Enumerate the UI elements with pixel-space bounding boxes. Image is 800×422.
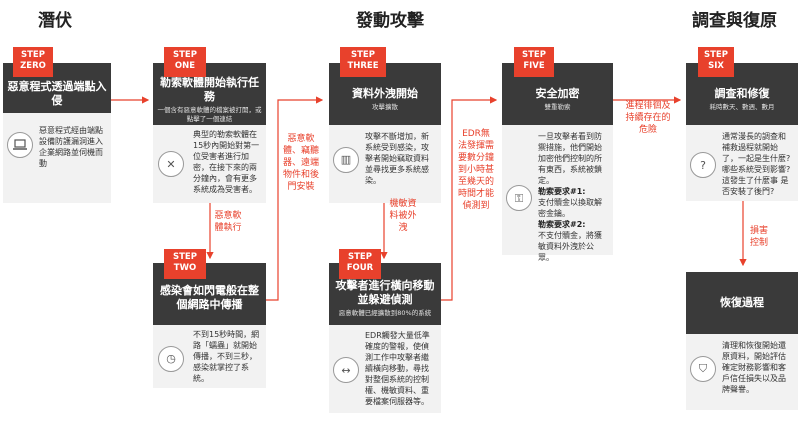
tools-icon: ✕ xyxy=(158,151,184,177)
arrows-icon: ↔ xyxy=(333,357,359,383)
note-damage: 損害控制 xyxy=(749,226,768,248)
laptop-icon xyxy=(7,132,33,158)
step-five-req1-text: 支付贖金以換取解密金鑰。 xyxy=(538,198,602,218)
shield-icon: ⛉ xyxy=(690,355,716,382)
step-two-body: ◷ 不到15秒時間，網路「蠕蟲」就開始傳播，不到三秒，感染就掌控了系統。 xyxy=(153,325,266,390)
step-three-card: 資料外洩開始 攻擊擴散 ▥ 攻擊不斷增加，新系統受到感染，攻擊者開始竊取資料並尋… xyxy=(329,63,441,203)
arrow-two-to-three xyxy=(266,96,324,301)
step-zero-badge: STEP ZERO xyxy=(13,47,53,77)
note-exfil: 機敏資料被外洩 xyxy=(389,199,417,233)
step-three-body: ▥ 攻擊不斷增加，新系統受到感染，攻擊者開始竊取資料並尋找更多系統感染。 xyxy=(329,125,441,192)
step-zero-head: 惡意程式透過端點入侵 xyxy=(3,63,111,113)
note-persist: 惡意軟體、竊聽器、遠端物件和後門安裝 xyxy=(283,134,320,192)
note-process: 進程徘徊及持續存在的危險 xyxy=(625,101,671,135)
step-five-req1-label: 勒索要求#1: xyxy=(538,187,586,196)
step-four-card: 攻擊者進行橫向移動並躲避偵測 惡意軟體已經擴散到80%的系統 ↔ EDR觸發大量… xyxy=(329,263,441,413)
question-icon: ? xyxy=(690,152,716,178)
step-zero-card: 惡意程式透過端點入侵 惡意程式經由端點設備防護漏洞進入企業網路並伺機而動 xyxy=(3,63,111,203)
note-edr: EDR無法發揮需要數分鐘到小時甚至幾天的時間才能偵測到 xyxy=(458,129,495,211)
step-zero-text: 惡意程式經由端點設備防護漏洞進入企業網路並伺機而動 xyxy=(39,126,103,168)
step-one-subtitle: 一個含有惡意軟體的檔案被打開，或點擊了一個連結 xyxy=(157,106,262,123)
step-five-req2-label: 勒索要求#2: xyxy=(538,220,586,229)
recover-body: ⛉ 清理和恢復開始還原資料，開始評估確定財務影響和客戶信任損失以及品牌聲譽。 xyxy=(686,334,798,401)
step-four-text: EDR觸發大量低準確度的警報，使偵測工作中攻擊者繼續橫向移動，尋找對整個系統的控… xyxy=(365,331,430,406)
step-four-title: 攻擊者進行橫向移動並躲避偵測 xyxy=(335,278,435,306)
step-five-req2-text: 不支付贖金，將獲敏資料外洩於公眾。 xyxy=(538,231,602,262)
phase-attack: 發動攻擊 xyxy=(356,11,424,31)
step-six-body: ? 通常漫長的調查和補救過程就開始了，一起是生什麼?哪些系統受到影響?這發生了什… xyxy=(686,125,798,203)
step-three-subtitle: 攻擊擴散 xyxy=(372,102,398,111)
step-two-title: 感染會如閃電般在整個網路中傳播 xyxy=(160,284,259,311)
step-four-subtitle: 惡意軟體已經擴散到80%的系統 xyxy=(338,308,432,317)
step-three-badge: STEP THREE xyxy=(340,47,386,77)
step-four-body: ↔ EDR觸發大量低準確度的警報，使偵測工作中攻擊者繼續橫向移動，尋找對整個系統… xyxy=(329,325,441,413)
phase-dormant: 潛伏 xyxy=(38,11,72,31)
step-three-text: 攻擊不斷增加，新系統受到感染，攻擊者開始竊取資料並尋找更多系統感染。 xyxy=(365,132,429,185)
step-six-text: 通常漫長的調查和補救過程就開始了，一起是生什麼?哪些系統受到影響?這發生了什麼事… xyxy=(722,132,791,196)
step-five-card: 安全加密 雙重勒索 ⚿ 一旦攻擊者看到防禦措施，他們開始加密他們控制的所有東西，… xyxy=(502,63,613,262)
step-five-text: 一旦攻擊者看到防禦措施，他們開始加密他們控制的所有東西，系統被鎖定。 xyxy=(538,132,602,185)
recover-text: 清理和恢復開始還原資料，開始評估確定財務影響和客戶信任損失以及品牌聲譽。 xyxy=(722,341,786,394)
step-one-title: 勒索軟體開始執行任務 xyxy=(160,76,259,103)
step-one-body: ✕ 典型的勒索軟體在15秒內開始對第一位受害者進行加密，在接下來的兩分鐘內，會有… xyxy=(153,125,266,201)
step-four-badge: STEP FOUR xyxy=(339,249,381,279)
step-one-badge: STEP ONE xyxy=(164,47,206,77)
step-five-title: 安全加密 xyxy=(535,86,580,100)
note-exec: 惡意軟體執行 xyxy=(214,211,242,233)
step-six-subtitle: 耗時數天、數週、數月 xyxy=(709,102,775,111)
arrow-four-to-five xyxy=(441,96,498,301)
step-zero-title: 惡意程式透過端點入侵 xyxy=(7,80,107,107)
recover-card: 恢復過程 ⛉ 清理和恢復開始還原資料，開始評估確定財務影響和客戶信任損失以及品牌… xyxy=(686,272,798,410)
step-one-card: 勒索軟體開始執行任務 一個含有惡意軟體的檔案被打開，或點擊了一個連結 ✕ 典型的… xyxy=(153,63,266,203)
step-six-badge: STEP SIX xyxy=(698,47,734,77)
step-six-card: 調查和修復 耗時數天、數週、數月 ? 通常漫長的調查和補救過程就開始了，一起是生… xyxy=(686,63,798,201)
recover-head: 恢復過程 xyxy=(686,272,798,334)
step-two-badge: STEP TWO xyxy=(164,249,206,279)
step-two-text: 不到15秒時間，網路「蠕蟲」就開始傳播，不到三秒，感染就掌控了系統。 xyxy=(193,330,260,383)
step-five-badge: STEP FIVE xyxy=(514,47,554,77)
phase-investigate: 調查與復原 xyxy=(692,11,777,31)
step-three-title: 資料外洩開始 xyxy=(352,86,418,100)
step-one-text: 典型的勒索軟體在15秒內開始對第一位受害者進行加密，在接下來的兩分鐘內，會有更多… xyxy=(193,130,260,194)
step-zero-body: 惡意程式經由端點設備防護漏洞進入企業網路並伺機而動 xyxy=(3,113,111,175)
network-icon: ▥ xyxy=(333,146,359,173)
recover-title: 恢復過程 xyxy=(720,296,764,309)
key-icon: ⚿ xyxy=(506,185,532,211)
step-five-subtitle: 雙重勒索 xyxy=(544,102,571,111)
clock-icon: ◷ xyxy=(158,345,184,372)
step-two-card: 感染會如閃電般在整個網路中傳播 ◷ 不到15秒時間，網路「蠕蟲」就開始傳播，不到… xyxy=(153,263,266,388)
step-six-head: 調查和修復 耗時數天、數週、數月 xyxy=(686,63,798,125)
step-five-body: ⚿ 一旦攻擊者看到防禦措施，他們開始加密他們控制的所有東西，系統被鎖定。 勒索要… xyxy=(502,125,613,269)
step-six-title: 調查和修復 xyxy=(714,86,770,100)
